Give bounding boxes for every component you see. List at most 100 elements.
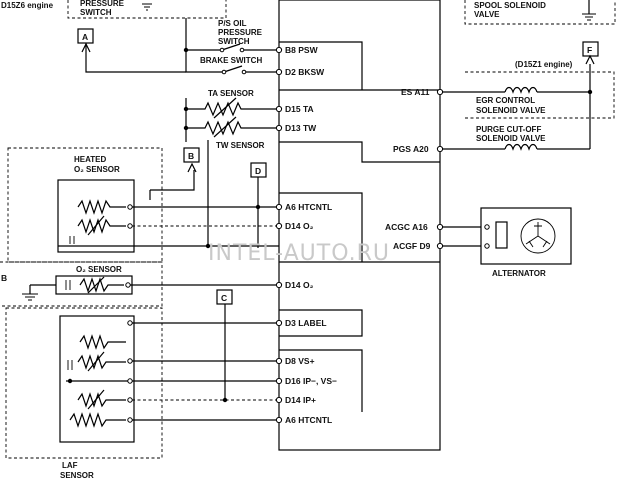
connector-b-box	[183, 147, 200, 163]
laf-pin-vs	[127, 358, 133, 364]
ecm-inner-divisions	[279, 41, 363, 412]
heater-resistor-icon	[77, 199, 126, 215]
connector-d-label: D	[255, 166, 261, 176]
ta-tw-sensors: TA SENSOR TW SENSOR	[183, 89, 276, 150]
heated-o2-label-1: HEATED	[74, 155, 107, 164]
pin-a6-htcntl-top	[275, 203, 283, 211]
connector-a-wire	[85, 43, 186, 73]
pin-label-es-a11: ES A11	[401, 87, 430, 97]
pin-es-a11	[436, 88, 444, 96]
alt-pin-c	[484, 224, 490, 230]
laf-sensor: LAF SENSOR	[5, 307, 276, 480]
pin-acgc-a16	[436, 223, 444, 231]
egr-dashed-box	[465, 71, 615, 119]
laf-pin-label	[127, 320, 133, 326]
ecm-label-section	[279, 309, 363, 337]
spool-ground-icon	[582, 13, 596, 21]
pressure-switch-label: SWITCH	[80, 8, 112, 17]
laf-capacitor-icon	[67, 360, 73, 370]
pin-label-d13-tw: D13 TW	[285, 123, 317, 133]
top-partial-area: D15Z6 engine PRESSURE SWITCH SPOOL SOLEN…	[1, 0, 616, 25]
ps-oil-label-3: SWITCH	[218, 37, 250, 46]
pin-label-a6-htcntl-top: A6 HTCNTL	[285, 202, 332, 212]
pin-pgs-a20	[436, 145, 444, 153]
pin-label-d2-bksw: D2 BKSW	[285, 67, 325, 77]
o2-sensor: O₂ SENSOR B	[0, 261, 276, 307]
alternator-label: ALTERNATOR	[492, 269, 546, 278]
o2-sensor-pin	[125, 282, 131, 288]
ta-thermistor-arrow-icon	[213, 97, 237, 119]
laf-label-1: LAF	[62, 461, 78, 470]
alternator: ALTERNATOR	[442, 207, 572, 278]
ps-oil-brake-circuit: P/S OIL PRESSURE SWITCH BRAKE SWITCH	[183, 18, 276, 75]
o2-sensor-capacitor-icon	[65, 280, 71, 290]
alternator-box	[480, 207, 572, 265]
laf-common-junction	[67, 378, 73, 384]
brake-contact-a	[221, 69, 227, 75]
pin-d16-ip	[275, 377, 283, 385]
heated-o2-label-2: O₂ SENSOR	[74, 165, 120, 174]
brake-switch-label: BRAKE SWITCH	[200, 56, 262, 65]
spool-label-line1: SPOOL SOLENOID	[474, 1, 546, 10]
laf-dashed-box	[5, 307, 163, 459]
purge-coil-icon	[504, 143, 538, 151]
egr-label-2: SOLENOID VALVE	[476, 106, 546, 115]
egr-purge-circuit: (D15Z1 engine) F EGR CONTROL SOLENOID VA…	[442, 41, 615, 151]
pin-d8-vs	[275, 357, 283, 365]
pin-d14-ipplus	[275, 396, 283, 404]
ecm-section-lines	[279, 89, 440, 163]
connector-b-label: B	[188, 151, 194, 161]
pin-d14-o2-mid	[275, 281, 283, 289]
egr-coil-icon	[504, 86, 538, 94]
pin-label-d14-o2-top: D14 O₂	[285, 221, 314, 231]
alternator-stator-icon	[520, 218, 556, 254]
pin-label-acgc-a16: ACGC A16	[385, 222, 428, 232]
pin-label-d14-o2-mid: D14 O₂	[285, 280, 314, 290]
pin-label-b8-psw: B8 PSW	[285, 45, 319, 55]
spool-label-line2: VALVE	[474, 10, 500, 19]
pin-label-d8-vs: D8 VS+	[285, 356, 315, 366]
purge-label-1: PURGE CUT-OFF	[476, 125, 541, 134]
connector-f-label: F	[587, 45, 592, 55]
spool-dashed-box	[464, 0, 616, 25]
ta-sensor-label: TA SENSOR	[208, 89, 254, 98]
laf-heater-resistor-icon	[69, 412, 126, 428]
pin-d15-ta	[275, 105, 283, 113]
pin-label-d3-label: D3 LABEL	[285, 318, 327, 328]
o2-sensor-arrow-icon	[87, 276, 105, 294]
connector-c-label: C	[221, 293, 227, 303]
pin-label-d14-ipplus: D14 IP+	[285, 395, 316, 405]
junction-d	[255, 204, 261, 210]
pin-label-d15-ta: D15 TA	[285, 104, 314, 114]
laf-vs-arrow-icon	[87, 351, 105, 372]
pin-b8-psw	[275, 46, 283, 54]
pin-a6-htcntl-bottom	[275, 416, 283, 424]
laf-vs-element-icon	[77, 354, 126, 370]
laf-pin-heater	[127, 417, 133, 423]
pin-d2-bksw	[275, 68, 283, 76]
laf-body	[59, 315, 135, 443]
o2-sensor-label: O₂ SENSOR	[76, 265, 122, 274]
heated-o2-pin-1	[127, 204, 133, 210]
ecm-section-lines-2	[279, 192, 440, 263]
o2-sensor-element-icon	[79, 277, 124, 293]
connector-b-arrow-icon	[187, 162, 197, 173]
o2-capacitor-icon	[69, 236, 75, 244]
tw-thermistor-arrow-icon	[213, 116, 237, 138]
alternator-winding-icon	[525, 222, 551, 245]
alt-regulator-icon	[495, 221, 508, 249]
brake-switch-icon	[223, 65, 243, 73]
brake-contact-b	[241, 69, 247, 75]
pin-d14-o2-top	[275, 222, 283, 230]
heated-o2-sensor: HEATED O₂ SENSOR	[7, 147, 276, 263]
junction-c	[222, 397, 228, 403]
o2-sensor-dashed-box	[0, 261, 163, 307]
o2-ground-icon	[22, 293, 38, 301]
ps-switch-contact-b	[239, 47, 245, 53]
purge-label-2: SOLENOID VALVE	[476, 134, 546, 143]
connector-a-arrow-icon	[81, 42, 91, 53]
heated-o2-to-b-wire	[150, 170, 195, 191]
watermark: INTEL-AUTO.RU	[208, 241, 390, 266]
pin-label-acgf-d9: ACGF D9	[393, 241, 431, 251]
